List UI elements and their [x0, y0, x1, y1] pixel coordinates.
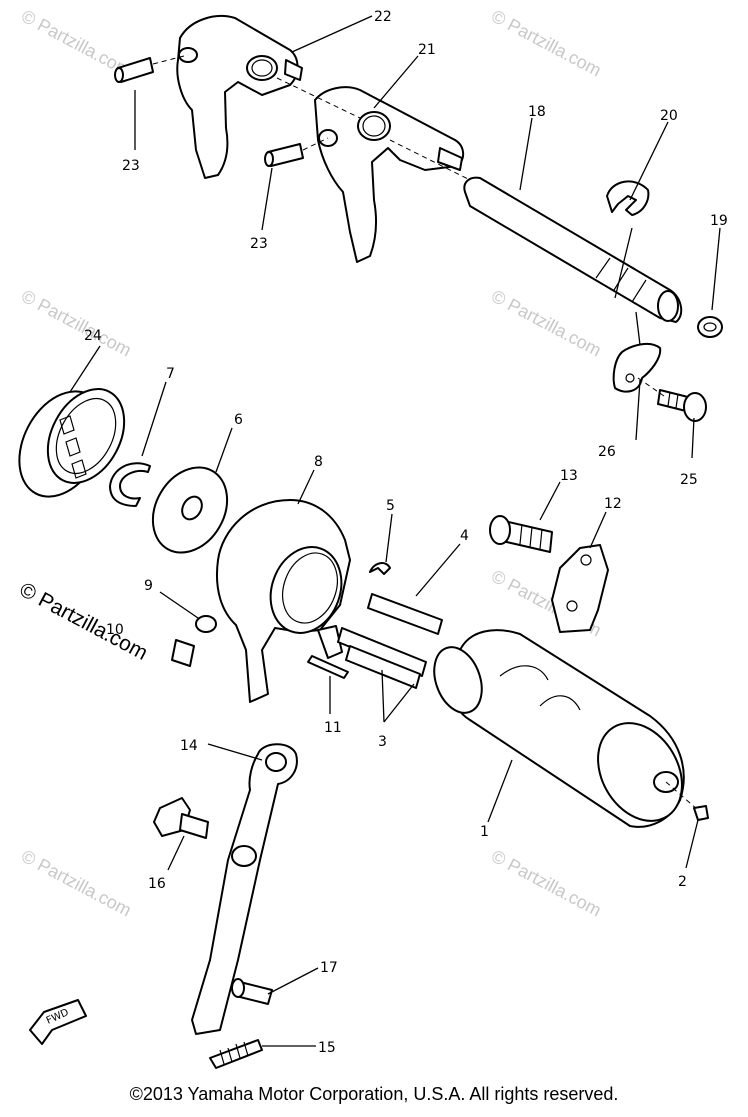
- label-13: 13: [560, 468, 578, 484]
- pin-4: [367, 593, 443, 635]
- label-23-mid: 23: [250, 236, 268, 252]
- label-17: 17: [320, 960, 338, 976]
- label-1: 1: [480, 824, 489, 840]
- label-5: 5: [386, 498, 395, 514]
- label-15: 15: [318, 1040, 336, 1056]
- bearing-24: [18, 388, 126, 498]
- pin-23-top-end: [114, 67, 124, 83]
- label-23-top: 23: [122, 158, 140, 174]
- label-25: 25: [680, 472, 698, 488]
- watermark-dark: © Partzilla.com: [16, 578, 152, 665]
- screw-2: [693, 805, 709, 821]
- watermark: © Partzilla.com: [18, 286, 134, 361]
- pin-3a: [337, 627, 427, 677]
- label-7: 7: [166, 366, 175, 382]
- label-26: 26: [598, 444, 616, 460]
- clip-5: [369, 562, 391, 575]
- label-10: 10: [106, 622, 124, 638]
- label-9: 9: [144, 578, 153, 594]
- label-11: 11: [324, 720, 342, 736]
- e-clip-20: [606, 180, 650, 216]
- stopper-plate-26: [612, 342, 662, 393]
- part-labels: 22 21 18 20 19 23 23 24 7 6 8 26 25 13 1…: [84, 9, 728, 1056]
- label-16: 16: [148, 876, 166, 892]
- pin-23-mid-end: [264, 151, 274, 167]
- watermark: © Partzilla.com: [488, 846, 604, 921]
- circlip-7: [109, 462, 151, 507]
- label-12: 12: [604, 496, 622, 512]
- label-4: 4: [460, 528, 469, 544]
- watermark: © Partzilla.com: [18, 846, 134, 921]
- label-2: 2: [678, 874, 687, 890]
- label-22: 22: [374, 9, 392, 25]
- shift-cam-1: [433, 629, 685, 828]
- washer-6: [151, 466, 229, 554]
- screw-25: [657, 389, 707, 422]
- watermark: © Partzilla.com: [488, 6, 604, 81]
- pin-3b: [345, 645, 421, 689]
- shift-fork-8: [216, 499, 351, 703]
- label-19: 19: [710, 213, 728, 229]
- fwd-direction-badge: FWD: [29, 999, 87, 1045]
- watermark: © Partzilla.com: [488, 286, 604, 361]
- shift-lever-14: [191, 743, 298, 1035]
- roller-9: [195, 615, 217, 633]
- label-6: 6: [234, 412, 243, 428]
- shift-fork-shaft-18: [463, 176, 683, 323]
- label-8: 8: [314, 454, 323, 470]
- label-21: 21: [418, 42, 436, 58]
- label-20: 20: [660, 108, 678, 124]
- bolt-16: [153, 797, 209, 839]
- copyright-notice: ©2013 Yamaha Motor Corporation, U.S.A. A…: [129, 1084, 619, 1104]
- label-24: 24: [84, 328, 102, 344]
- cotter-pin-11: [307, 655, 349, 679]
- label-18: 18: [528, 104, 546, 120]
- bolt-13: [489, 515, 553, 553]
- guide-pin-10: [171, 639, 195, 667]
- leader-lines: [69, 15, 721, 1047]
- label-3: 3: [378, 734, 387, 750]
- label-14: 14: [180, 738, 198, 754]
- shift-fork-21: [314, 86, 465, 263]
- segment-plate-12: [551, 544, 609, 633]
